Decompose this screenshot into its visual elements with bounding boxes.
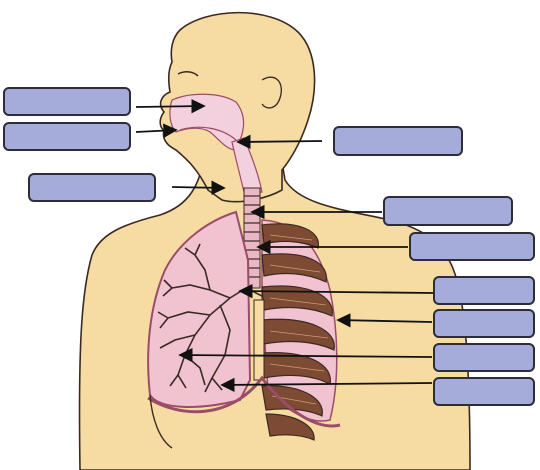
label-box-4[interactable] [333,126,463,156]
arrow-1 [135,98,206,114]
label-box-6[interactable] [409,232,535,261]
label-box-9[interactable] [433,343,535,372]
sternum [253,299,265,381]
label-box-10[interactable] [433,377,535,406]
label-box-7[interactable] [433,276,535,305]
label-box-1[interactable] [3,87,131,116]
label-box-8[interactable] [433,309,535,338]
arrow-2 [135,123,178,138]
arrow-9 [178,347,433,363]
label-box-5[interactable] [383,196,513,226]
label-box-3[interactable] [28,173,156,202]
arrow-3 [236,134,323,150]
label-box-2[interactable] [3,122,131,151]
arrow-4 [171,180,226,195]
ribcage-lower-outline [149,394,173,449]
arrow-7 [238,283,435,299]
eye [177,71,199,77]
pointer-arrows [135,98,435,393]
ear [261,76,282,109]
arrow-8 [336,313,433,328]
lung-left [147,210,252,408]
oral-cavity [179,126,237,141]
arrow-10 [220,377,433,393]
diaphragm [147,375,341,428]
